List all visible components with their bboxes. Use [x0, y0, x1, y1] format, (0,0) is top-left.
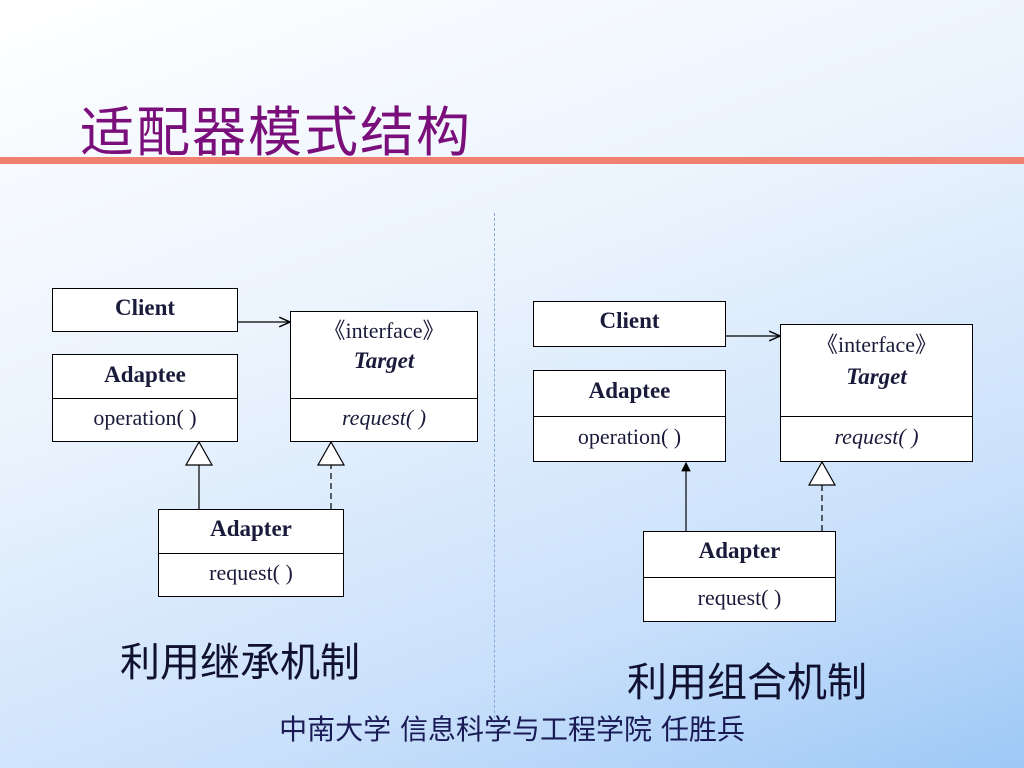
left-adapter-class: Adapter request( ) [158, 509, 344, 597]
left-target-name: Target [353, 348, 415, 373]
right-adapter-name: Adapter [698, 538, 781, 563]
left-adaptee-name: Adaptee [104, 362, 186, 387]
left-adaptee-generalization-triangle [184, 440, 214, 466]
left-adaptee-method: operation( ) [53, 398, 237, 442]
title-underline [0, 157, 1024, 164]
right-target-realization-triangle [807, 460, 837, 486]
left-target-stereotype: 《interface》 [323, 318, 445, 343]
right-adapter-class: Adapter request( ) [643, 531, 836, 622]
right-target-method: request( ) [781, 416, 972, 462]
left-target-method: request( ) [291, 398, 477, 442]
left-client-name: Client [114, 295, 176, 320]
center-divider [494, 213, 495, 733]
right-caption: 利用组合机制 [627, 660, 867, 706]
right-target-stereotype: 《interface》 [816, 332, 937, 357]
right-target-name: Target [846, 364, 907, 389]
left-client-class: Client [52, 288, 238, 332]
slide-title: 适配器模式结构 [80, 101, 472, 164]
right-adaptee-name: Adaptee [588, 378, 671, 403]
left-target-realization-triangle [316, 440, 346, 466]
right-adaptee-class: Adaptee operation( ) [533, 370, 726, 462]
left-adaptee-class: Adaptee operation( ) [52, 354, 238, 442]
right-adaptee-method: operation( ) [534, 416, 725, 462]
right-client-name: Client [599, 308, 660, 333]
right-client-class: Client [533, 301, 726, 347]
right-adapter-method: request( ) [644, 577, 835, 622]
left-target-interface: 《interface》 Target request( ) [290, 311, 478, 442]
slide-footer: 中南大学 信息科学与工程学院 任胜兵 [279, 713, 745, 746]
left-adapter-name: Adapter [210, 516, 292, 541]
left-adapter-method: request( ) [159, 553, 343, 597]
right-target-interface: 《interface》 Target request( ) [780, 324, 973, 462]
left-caption: 利用继承机制 [120, 640, 360, 686]
